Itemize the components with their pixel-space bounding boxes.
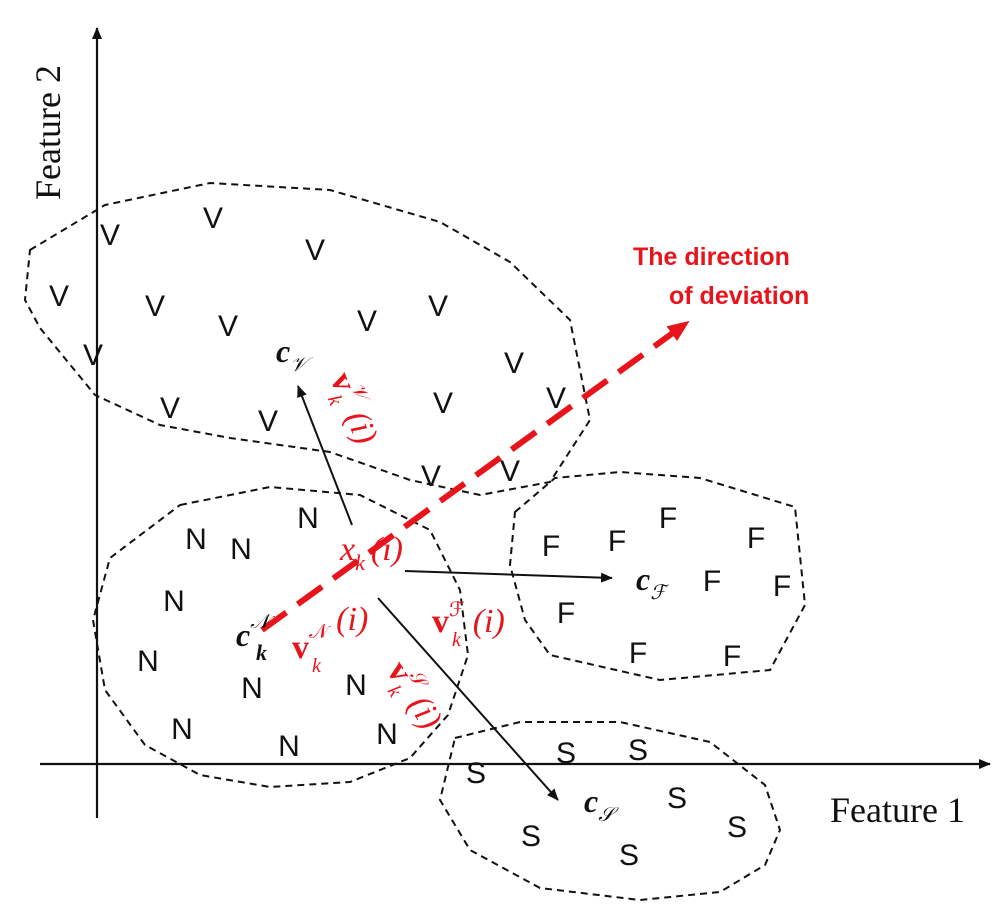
cluster-v-marker: V <box>500 455 520 488</box>
cluster-v-marker: V <box>83 339 103 372</box>
vector-n-sup: 𝒩 <box>309 621 331 643</box>
cluster-v-marker: V <box>428 290 448 323</box>
centroid-n-subscript: k <box>256 640 267 665</box>
centroid-v-sub: 𝒱 <box>290 354 313 376</box>
vector-label-n: v𝒩(i) k <box>292 601 368 677</box>
centroid-n-main: c <box>236 617 250 653</box>
sample-sub: k <box>355 550 366 575</box>
vector-n-sub: k <box>312 655 322 677</box>
cluster-f-marker: F <box>608 525 626 558</box>
vector-v-arg: (i) <box>338 406 384 450</box>
cluster-n-marker: N <box>278 730 300 763</box>
sample-x-k-i: xk(i) <box>339 531 403 575</box>
cluster-v-marker: V <box>218 310 238 343</box>
vector-s-arg: (i) <box>401 689 449 736</box>
centroid-n-sup: 𝒩 <box>250 611 275 633</box>
cluster-n-marker: N <box>171 713 193 746</box>
cluster-boundary-f <box>508 470 807 682</box>
vector-label-f: vℱ (i) k <box>432 599 505 651</box>
cluster-f-marker: F <box>703 565 721 598</box>
cluster-s-marker: S <box>667 782 687 815</box>
centroid-s-main: c <box>584 783 598 819</box>
vector-to-f-arrow <box>404 570 613 583</box>
centroid-s-sub: 𝒮 <box>598 804 619 826</box>
vector-v-sub: k <box>323 392 347 410</box>
centroid-n: c𝒩 <box>236 611 275 653</box>
svg-text:v𝒱(i): v𝒱(i) <box>323 366 389 450</box>
cluster-v-marker: V <box>421 460 441 493</box>
centroid-f-sub: ℱ <box>650 582 669 604</box>
vector-f-sub: k <box>452 629 462 651</box>
cluster-v-marker: V <box>160 392 180 425</box>
cluster-s-marker: S <box>466 757 486 790</box>
vector-f-main: v <box>432 603 449 640</box>
centroid-v: c𝒱 <box>276 333 313 376</box>
x-axis-label: Feature 1 <box>830 790 965 830</box>
vector-n-main: v <box>292 629 309 666</box>
cluster-n-marker: N <box>230 533 252 566</box>
vector-label-v: v𝒱(i) k <box>323 366 389 450</box>
cluster-n-marker: N <box>163 585 185 618</box>
cluster-s-marker: S <box>727 811 747 844</box>
vector-n-arg: (i) <box>336 601 368 638</box>
deviation-label-line2: of deviation <box>669 282 809 310</box>
cluster-f-marker: F <box>659 502 677 535</box>
cluster-s-marker: S <box>556 737 576 770</box>
cluster-f-marker: F <box>723 640 741 673</box>
cluster-s-marker: S <box>628 734 648 767</box>
deviation-direction-arrow <box>260 319 690 633</box>
cluster-f-marker: F <box>747 522 765 555</box>
cluster-n-marker: N <box>297 502 319 535</box>
vector-to-v-arrow <box>297 385 353 526</box>
cluster-v-marker: V <box>546 382 566 415</box>
cluster-n-marker: N <box>185 523 207 556</box>
centroid-f-main: c <box>636 561 650 597</box>
centroid-v-main: c <box>276 333 290 369</box>
vector-f-sup: ℱ <box>449 599 465 621</box>
cluster-boundary-v <box>23 181 592 497</box>
cluster-s-marker: S <box>521 820 541 853</box>
cluster-n-marker: N <box>345 669 367 702</box>
vector-f-arg: (i) <box>473 603 505 640</box>
sample-arg: (i) <box>371 531 403 568</box>
cluster-f-marker: F <box>542 530 560 563</box>
sample-main: x <box>339 531 355 568</box>
cluster-f-marker: F <box>557 597 575 630</box>
cluster-v-marker: V <box>100 219 120 252</box>
cluster-v-marker: V <box>357 305 377 338</box>
centroid-s: c𝒮 <box>584 783 619 826</box>
vector-to-s-arrow <box>377 597 559 801</box>
cluster-v-marker: V <box>203 202 223 235</box>
cluster-v-marker: V <box>504 347 524 380</box>
cluster-v-marker: V <box>49 280 69 313</box>
cluster-boundary-s <box>438 721 782 902</box>
cluster-v-marker: V <box>433 387 453 420</box>
y-axis-label: Feature 2 <box>28 65 68 200</box>
cluster-f-marker: F <box>773 570 791 603</box>
cluster-s-marker: S <box>619 839 639 872</box>
cluster-boundary-n <box>91 485 470 789</box>
deviation-label-line1: The direction <box>633 243 790 271</box>
cluster-v-marker: V <box>145 290 165 323</box>
cluster-f-marker: F <box>629 637 647 670</box>
svg-text:vℱ(i): vℱ (i) <box>432 599 505 640</box>
cluster-n-marker: N <box>137 645 159 678</box>
centroid-f: cℱ <box>636 561 669 604</box>
cluster-n-marker: N <box>376 718 398 751</box>
svg-text:v𝒩(i): v𝒩(i) <box>292 601 368 666</box>
cluster-v-marker: V <box>305 234 325 267</box>
cluster-n-marker: N <box>241 672 263 705</box>
cluster-v-marker: V <box>258 405 278 438</box>
